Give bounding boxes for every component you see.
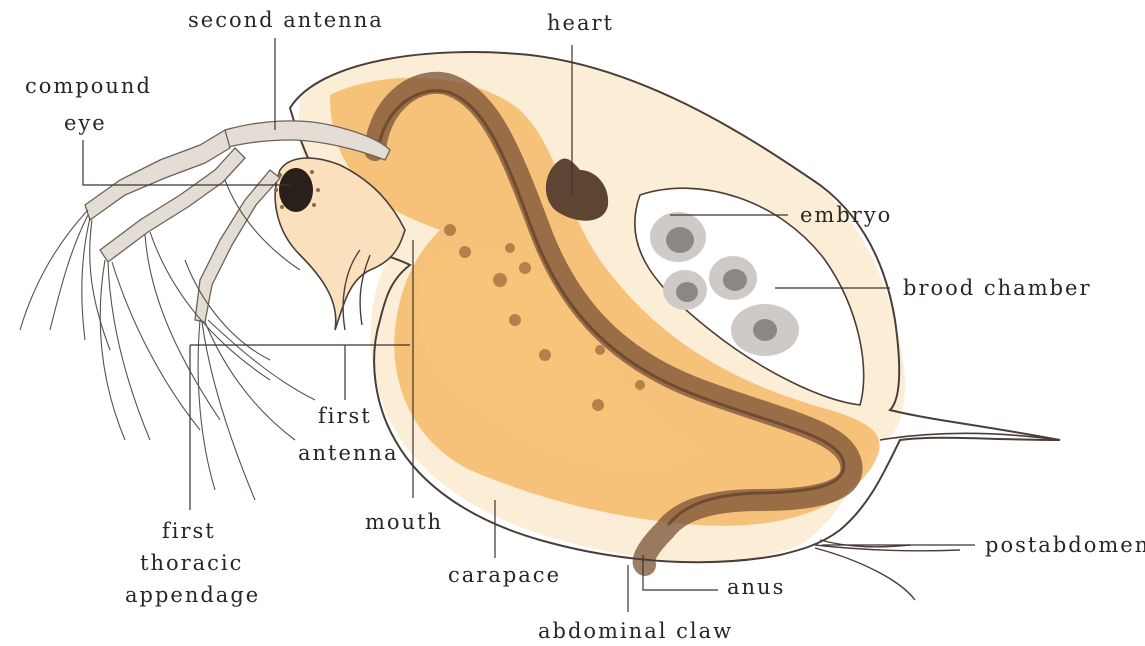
label-anus: anus [727,575,785,599]
setae [20,180,315,500]
label-second-antenna: second antenna [188,8,384,32]
label-abdominal-claw: abdominal claw [538,619,733,643]
label-first-antenna-line1: first [318,404,372,428]
label-heart: heart [547,11,614,35]
label-first-thoracic-line1: first [162,519,216,543]
postabdomen-shape [815,540,960,600]
label-carapace: carapace [448,563,561,587]
label-compound-eye-line1: compound [25,74,152,98]
compound-eye-shape [279,168,313,212]
label-mouth: mouth [365,510,443,534]
label-first-thoracic-line2: thoracic [140,551,243,575]
label-brood-chamber: brood chamber [903,276,1092,300]
label-compound-eye-line2: eye [64,111,107,135]
label-embryo: embryo [800,203,892,227]
label-first-antenna-line2: antenna [298,441,398,465]
label-first-thoracic-line3: appendage [125,583,260,607]
label-postabdomen: postabdomen [985,533,1145,557]
